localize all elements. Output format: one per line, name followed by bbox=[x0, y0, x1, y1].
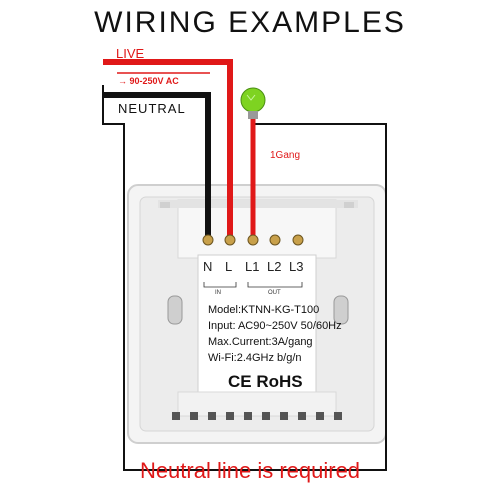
footer-note: Neutral line is required bbox=[139, 458, 361, 483]
spec-wifi: Wi-Fi:2.4GHz b/g/n bbox=[208, 352, 302, 364]
in-label: IN bbox=[215, 290, 221, 296]
terminal-l1-label: L1 bbox=[245, 259, 260, 274]
gang-label: 1Gang bbox=[270, 150, 301, 161]
terminal-l2-label: L2 bbox=[267, 259, 282, 274]
vent-holes bbox=[172, 412, 342, 420]
voltage-label: → 90-250V AC bbox=[118, 76, 179, 86]
top-notches bbox=[160, 202, 354, 208]
spec-model: Model:KTNN-KG-T100 bbox=[208, 304, 320, 316]
spec-input: Input: AC90~250V 50/60Hz bbox=[208, 320, 342, 332]
spec-current: Max.Current:3A/gang bbox=[208, 336, 313, 348]
terminal-l-label: L bbox=[225, 259, 233, 274]
neutral-wire bbox=[103, 92, 211, 238]
live-label: LIVE bbox=[116, 46, 145, 61]
switch-body bbox=[127, 184, 387, 444]
neutral-label: NEUTRAL bbox=[118, 101, 186, 116]
gang-loop-wire bbox=[102, 85, 387, 471]
terminal-screws bbox=[202, 234, 304, 246]
page-title: WIRING EXAMPLES bbox=[94, 6, 406, 39]
in-bracket bbox=[203, 282, 237, 288]
terminal-n-label: N bbox=[203, 259, 213, 274]
out-bracket bbox=[247, 282, 303, 288]
mount-slot-right bbox=[333, 295, 349, 325]
mount-slot-left bbox=[167, 295, 183, 325]
out-label: OUT bbox=[268, 290, 281, 296]
certification-marks: CE RoHS bbox=[228, 372, 303, 391]
live-wire bbox=[103, 59, 233, 238]
terminal-l3-label: L3 bbox=[289, 259, 304, 274]
bulb-icon bbox=[240, 87, 266, 119]
